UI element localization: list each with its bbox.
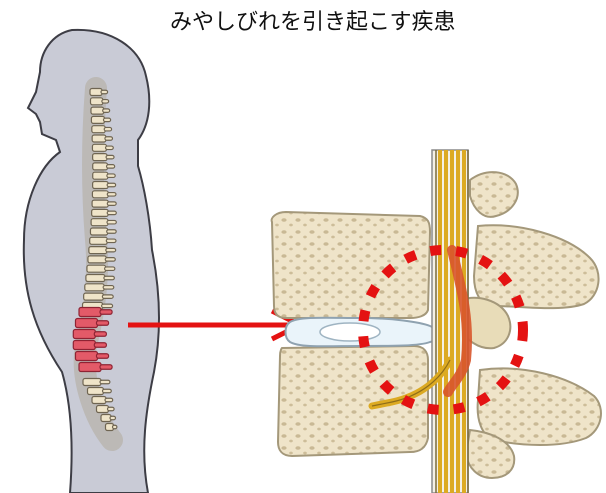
vertebra-process: [102, 295, 113, 299]
vertebra-process: [103, 286, 114, 290]
vertebra: [88, 388, 104, 395]
vertebra-process: [105, 258, 115, 262]
vertebra: [93, 182, 109, 189]
vertebra-process: [103, 109, 110, 113]
vertebra: [92, 126, 105, 133]
vertebra-process: [96, 321, 108, 326]
vertebra: [97, 406, 109, 413]
lumbar-detail-icon: [272, 150, 601, 493]
vertebra: [92, 200, 108, 207]
vertebra-process: [101, 90, 108, 94]
vertebra: [86, 275, 105, 282]
vertebra: [92, 397, 106, 404]
vertebra: [93, 172, 108, 179]
vertebra: [89, 247, 107, 254]
vertebra-process: [94, 343, 106, 348]
vertebra: [73, 341, 95, 350]
vertebra: [92, 135, 106, 142]
vertebra-process: [96, 354, 108, 359]
vertebra: [90, 98, 102, 105]
vertebra-process: [107, 211, 116, 215]
vertebra-process: [103, 389, 112, 393]
vertebra: [92, 144, 106, 151]
vertebra-process: [110, 416, 116, 420]
vertebra: [93, 163, 108, 170]
vertebra-process: [100, 380, 110, 384]
vertebra-process: [100, 310, 112, 315]
vertebra-process: [108, 407, 115, 411]
vertebra-process: [102, 100, 109, 104]
vertebra: [88, 256, 106, 263]
vertebra-process: [104, 127, 111, 131]
vertebra-process: [107, 230, 116, 234]
vertebra-process: [105, 137, 113, 141]
vertebra: [84, 293, 104, 300]
vertebra-process: [107, 202, 116, 206]
vertebra: [93, 154, 107, 161]
vertebra-process: [107, 165, 115, 169]
vertebra: [91, 116, 104, 123]
vertebra: [79, 308, 101, 317]
vertebra-process: [94, 332, 106, 337]
vertebra: [92, 191, 108, 198]
vertebra-process: [107, 183, 116, 187]
vertebra: [87, 265, 106, 272]
vertebra-process: [105, 267, 115, 271]
vertebra: [90, 228, 107, 235]
vertebra-process: [103, 118, 110, 122]
vertebra-process: [106, 155, 114, 159]
vertebra-process: [107, 193, 116, 197]
vertebra-process: [104, 276, 114, 280]
vertebra: [79, 363, 101, 372]
vertebra-process: [100, 365, 112, 370]
vertebra-process: [107, 174, 115, 178]
vertebra-process: [113, 425, 117, 429]
vertebra: [90, 237, 108, 244]
vertebra-process: [105, 398, 113, 402]
vertebra: [75, 352, 97, 361]
vertebra: [90, 89, 102, 96]
vertebra-process: [102, 304, 113, 308]
vertebra: [91, 219, 108, 226]
vertebra-process: [106, 239, 116, 243]
vertebra-process: [107, 220, 116, 224]
vertebra-process: [106, 248, 116, 252]
vertebra: [73, 330, 95, 339]
vertebra: [83, 379, 101, 386]
vertebra: [91, 107, 104, 114]
vertebra: [85, 284, 104, 291]
vertebra-process: [106, 146, 114, 150]
vertebra: [75, 319, 97, 328]
vertebra: [92, 209, 109, 216]
